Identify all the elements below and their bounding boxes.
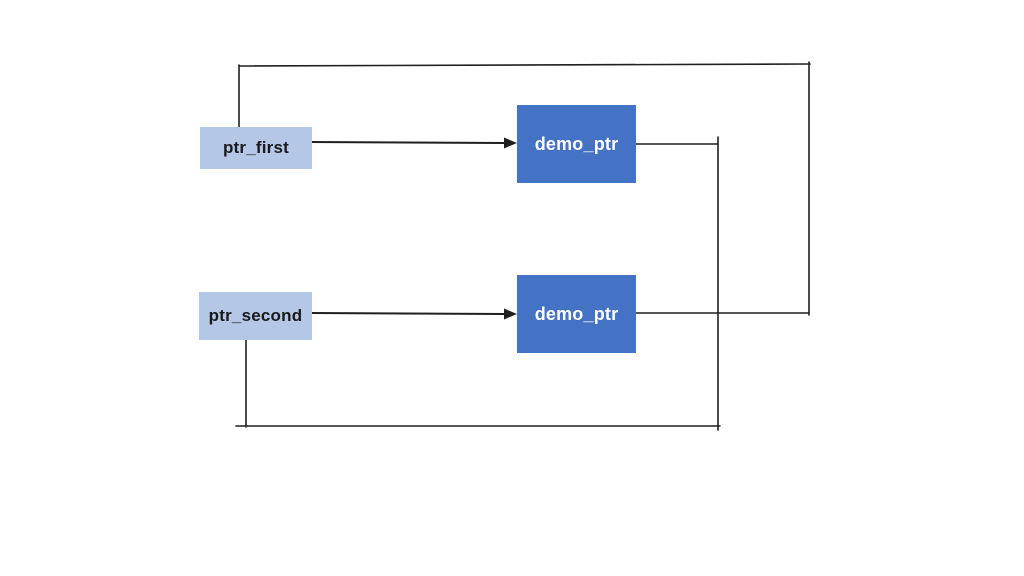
node-demo-ptr-bottom-label: demo_ptr (534, 303, 619, 324)
edge-ptr-second-to-demo-ptr-bottom (310, 312, 506, 315)
node-demo-ptr-top-label: demo_ptr (534, 133, 619, 154)
node-ptr-first-label: ptr_first (222, 138, 290, 157)
arrowhead-icon (504, 308, 517, 320)
node-ptr-second: ptr_second (199, 292, 312, 340)
node-demo-ptr-top: demo_ptr (517, 105, 636, 183)
edge-ptr-first-to-demo-ptr-top (307, 141, 506, 144)
edge-demo-ptr-bottom-loop-top (238, 63, 811, 67)
node-ptr-second-label: ptr_second (208, 306, 303, 325)
node-demo-ptr-bottom: demo_ptr (517, 275, 636, 353)
node-ptr-first: ptr_first (200, 127, 312, 169)
arrowhead-icon (504, 137, 517, 149)
